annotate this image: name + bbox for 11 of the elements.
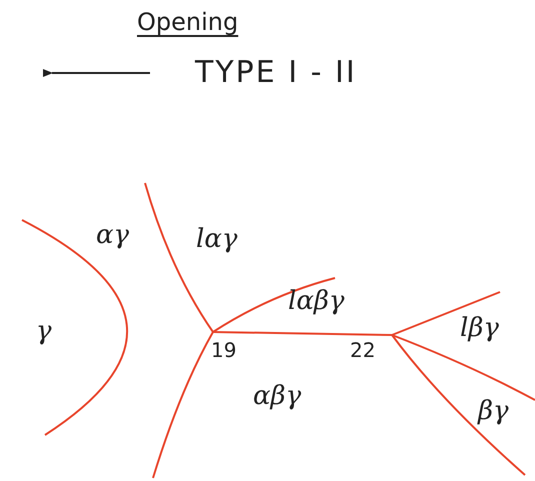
region-label: βγ (478, 398, 509, 424)
point-label: 19 (211, 340, 236, 360)
region-label: lαβγ (288, 288, 344, 314)
region-label: αβγ (253, 383, 302, 409)
region-label: αγ (96, 222, 130, 248)
region-label: lβγ (460, 315, 499, 341)
region-label: γ (36, 318, 52, 344)
title: Opening (137, 10, 238, 34)
type-label: TYPE I - II (195, 58, 357, 88)
point-label: 22 (350, 340, 376, 360)
region-label: lαγ (196, 226, 238, 252)
